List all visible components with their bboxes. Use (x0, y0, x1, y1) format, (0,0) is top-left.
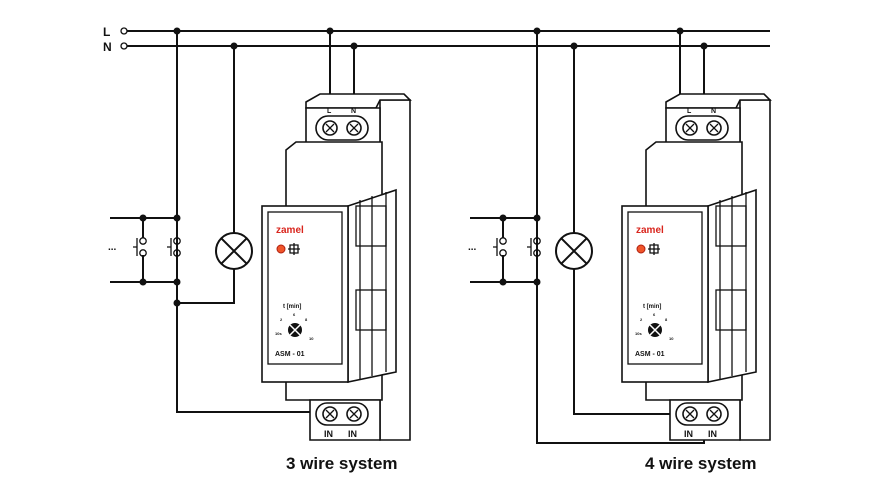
line-n-label: N (103, 40, 112, 54)
push-button-switch (133, 237, 147, 257)
terminal-in2-label: IN (348, 429, 357, 439)
line-n-terminal (120, 42, 128, 50)
module-front (621, 205, 709, 383)
terminal-l-label: L (327, 108, 332, 115)
terminal-n-label: N (351, 108, 356, 115)
led-indicator (636, 244, 646, 254)
svg-text:10: 10 (669, 336, 674, 341)
svg-text:10s: 10s (275, 331, 282, 336)
line-l-terminal (120, 27, 128, 35)
svg-text:6: 6 (293, 312, 296, 317)
svg-text:8: 8 (665, 317, 668, 322)
system-3-wire (110, 27, 358, 413)
brand-logo: zamel (636, 225, 664, 236)
terminal-in1-label: IN (324, 429, 333, 439)
push-button-switch (493, 237, 507, 257)
terminal-n-label: N (711, 108, 716, 115)
model-label: ASM - 01 (635, 351, 665, 358)
terminal-in2-label: IN (708, 429, 717, 439)
time-label: t [min] (283, 304, 301, 310)
lamp-icon (215, 232, 253, 270)
caption-4-wire: 4 wire system (645, 454, 757, 473)
caption-3-wire: 3 wire system (286, 454, 398, 473)
time-label: t [min] (643, 304, 661, 310)
terminal-in1-label: IN (684, 429, 693, 439)
module-front-panel (627, 211, 703, 365)
relay-module: L N zamel t [min] 2 6 8 10s 10 ASM - 01 … (621, 93, 772, 441)
relay-symbol-icon (648, 243, 660, 255)
relay-symbol-icon (288, 243, 300, 255)
svg-text:8: 8 (305, 317, 308, 322)
push-button-switch (527, 237, 541, 257)
module-front (261, 205, 349, 383)
more-switches-ellipsis: ... (108, 242, 117, 253)
svg-text:10s: 10s (635, 331, 642, 336)
brand-logo: zamel (276, 225, 304, 236)
svg-text:2: 2 (640, 317, 643, 322)
push-button-switch (167, 237, 181, 257)
line-l-label: L (103, 25, 110, 39)
svg-text:6: 6 (653, 312, 656, 317)
model-label: ASM - 01 (275, 351, 305, 358)
more-switches-ellipsis: ... (468, 242, 477, 253)
relay-module: L N zamel t [min] 2 6 8 10s 10 ASM - 01 … (261, 93, 412, 441)
module-front-panel (267, 211, 343, 365)
svg-text:10: 10 (309, 336, 314, 341)
lamp-icon (555, 232, 593, 270)
led-indicator (276, 244, 286, 254)
svg-text:2: 2 (280, 317, 283, 322)
terminal-l-label: L (687, 108, 692, 115)
